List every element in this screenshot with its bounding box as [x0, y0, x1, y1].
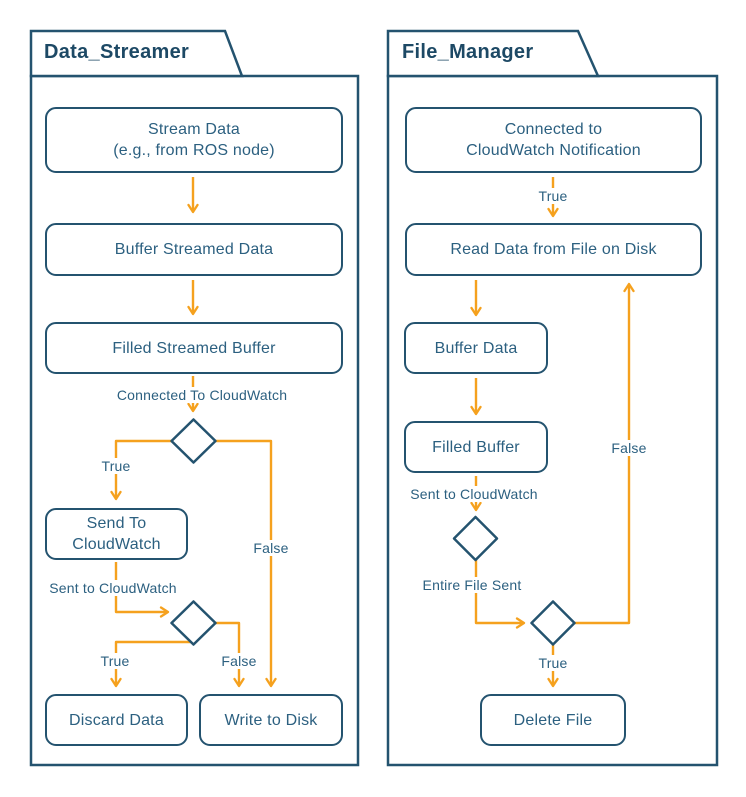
- container-title-file-manager: File_Manager: [402, 41, 534, 63]
- edge-label-false: False: [248, 540, 294, 556]
- node-discard-data: Discard Data: [45, 694, 188, 746]
- node-text: Discard Data: [69, 711, 164, 729]
- container-tab-data-streamer: [29, 29, 244, 78]
- node-connected-to-cloudwatch-notification: Connected to CloudWatch Notification: [405, 107, 702, 173]
- node-text: Connected to: [504, 121, 603, 138]
- node-filled-buffer: Filled Buffer: [404, 421, 548, 473]
- node-text: Stream Data: [147, 121, 240, 138]
- decision-sent-cloudwatch-right: [452, 515, 499, 562]
- node-stream-data: Stream Data (e.g., from ROS node): [45, 107, 343, 173]
- node-read-data-from-file: Read Data from File on Disk: [405, 223, 702, 276]
- node-text: Delete File: [513, 711, 593, 729]
- node-text: CloudWatch Notification: [466, 142, 641, 159]
- node-text: CloudWatch: [72, 536, 161, 553]
- edge-label-sent-to-cloudwatch: Sent to CloudWatch: [405, 486, 543, 502]
- decision-sent-cloudwatch: [170, 600, 217, 646]
- node-filled-streamed-buffer: Filled Streamed Buffer: [45, 322, 343, 374]
- connector-decision1-false: [215, 439, 277, 688]
- edge-label-entire-file-sent: Entire File Sent: [417, 577, 527, 593]
- node-text: Filled Buffer: [432, 438, 520, 456]
- connector-send-to-decision2: [114, 562, 170, 618]
- edge-label-sent-to-cloudwatch: Sent to CloudWatch: [44, 580, 182, 596]
- node-text: Write to Disk: [224, 711, 318, 729]
- container-title-data-streamer: Data_Streamer: [44, 41, 190, 63]
- node-text: Buffer Streamed Data: [114, 241, 274, 258]
- edge-label-true: True: [533, 188, 573, 204]
- container-tab-file-manager: [386, 29, 600, 78]
- edge-label-connected-to-cloudwatch: Connected To CloudWatch: [111, 387, 293, 403]
- decision-connected-cloudwatch: [170, 418, 217, 464]
- connector-decision2-true: [110, 640, 193, 688]
- node-text: Filled Streamed Buffer: [112, 339, 276, 357]
- node-write-to-disk: Write to Disk: [199, 694, 343, 746]
- edge-label-true: True: [96, 458, 136, 474]
- node-text: Buffer Data: [434, 339, 518, 357]
- node-delete-file: Delete File: [480, 694, 626, 746]
- edge-label-true: True: [95, 653, 135, 669]
- connector-decision1-true: [110, 439, 172, 501]
- node-text: Send To: [86, 515, 147, 532]
- edge-label-true: True: [533, 655, 573, 671]
- node-buffer-streamed-data: Buffer Streamed Data: [45, 223, 343, 276]
- connector-decision4-false-loop: [575, 282, 635, 625]
- node-text: Read Data from File on Disk: [450, 241, 657, 258]
- node-text: (e.g., from ROS node): [113, 142, 275, 159]
- node-buffer-data: Buffer Data: [404, 322, 548, 374]
- decision-entire-file-sent: [530, 600, 576, 646]
- edge-label-false: False: [216, 653, 262, 669]
- node-send-to-cloudwatch: Send To CloudWatch: [45, 508, 188, 560]
- edge-label-false: False: [606, 440, 652, 456]
